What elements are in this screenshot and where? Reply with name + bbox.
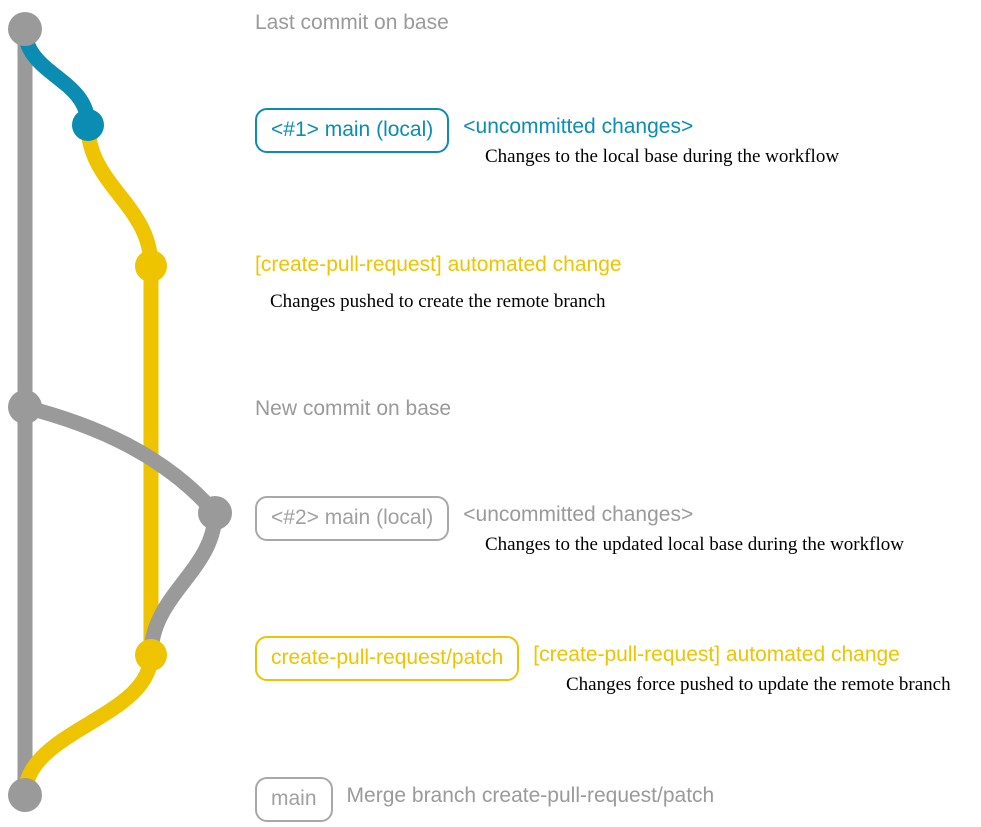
commit-row-local-2: <#2> main (local) <uncommitted changes> (255, 496, 693, 541)
commit-subject: New commit on base (255, 397, 452, 420)
commit-caption-patch-1: Changes pushed to create the remote bran… (270, 291, 606, 312)
commit-row-patch-1: [create-pull-request] automated change (255, 253, 622, 276)
commit-subject: [create-pull-request] automated change (533, 643, 900, 666)
commit-node-local-2[interactable] (198, 496, 232, 530)
commit-row-merge: main Merge branch create-pull-request/pa… (255, 777, 714, 822)
edge-patch2-to-merge (17, 647, 159, 803)
edge-local2-to-patch2 (143, 505, 223, 663)
edge-base2-to-local2 (17, 399, 223, 521)
ref-badge-main-local-1[interactable]: <#1> main (local) (255, 108, 450, 153)
commit-subject: <uncommitted changes> (463, 503, 694, 526)
commit-caption-local-2: Changes to the updated local base during… (485, 534, 904, 555)
edge-local1-to-patch1 (80, 117, 159, 274)
commit-row-local-1: <#1> main (local) <uncommitted changes> (255, 108, 693, 153)
ref-badge-main-local-2[interactable]: <#2> main (local) (255, 496, 450, 541)
commit-subject: [create-pull-request] automated change (255, 253, 622, 276)
commit-subject: <uncommitted changes> (463, 115, 694, 138)
commit-caption-local-1: Changes to the local base during the wor… (485, 146, 840, 167)
commit-row-base-last: Last commit on base (255, 11, 449, 34)
commit-caption-patch-2: Changes force pushed to update the remot… (566, 674, 951, 695)
commit-node-patch-2[interactable] (135, 639, 167, 671)
commit-subject: Last commit on base (255, 11, 449, 34)
commit-node-base-new[interactable] (8, 390, 42, 424)
ref-badge-main[interactable]: main (255, 777, 333, 822)
commit-subject: Merge branch create-pull-request/patch (346, 784, 715, 807)
commit-row-base-new: New commit on base (255, 397, 452, 420)
commit-node-merge[interactable] (8, 778, 42, 812)
edge-base-to-local1 (17, 21, 96, 133)
ref-badge-create-pull-request-patch[interactable]: create-pull-request/patch (255, 636, 520, 681)
commit-node-local-1[interactable] (72, 109, 104, 141)
commit-node-base-last[interactable] (8, 12, 42, 46)
commit-node-patch-1[interactable] (135, 250, 167, 282)
commit-row-patch-2: create-pull-request/patch [create-pull-r… (255, 636, 900, 681)
